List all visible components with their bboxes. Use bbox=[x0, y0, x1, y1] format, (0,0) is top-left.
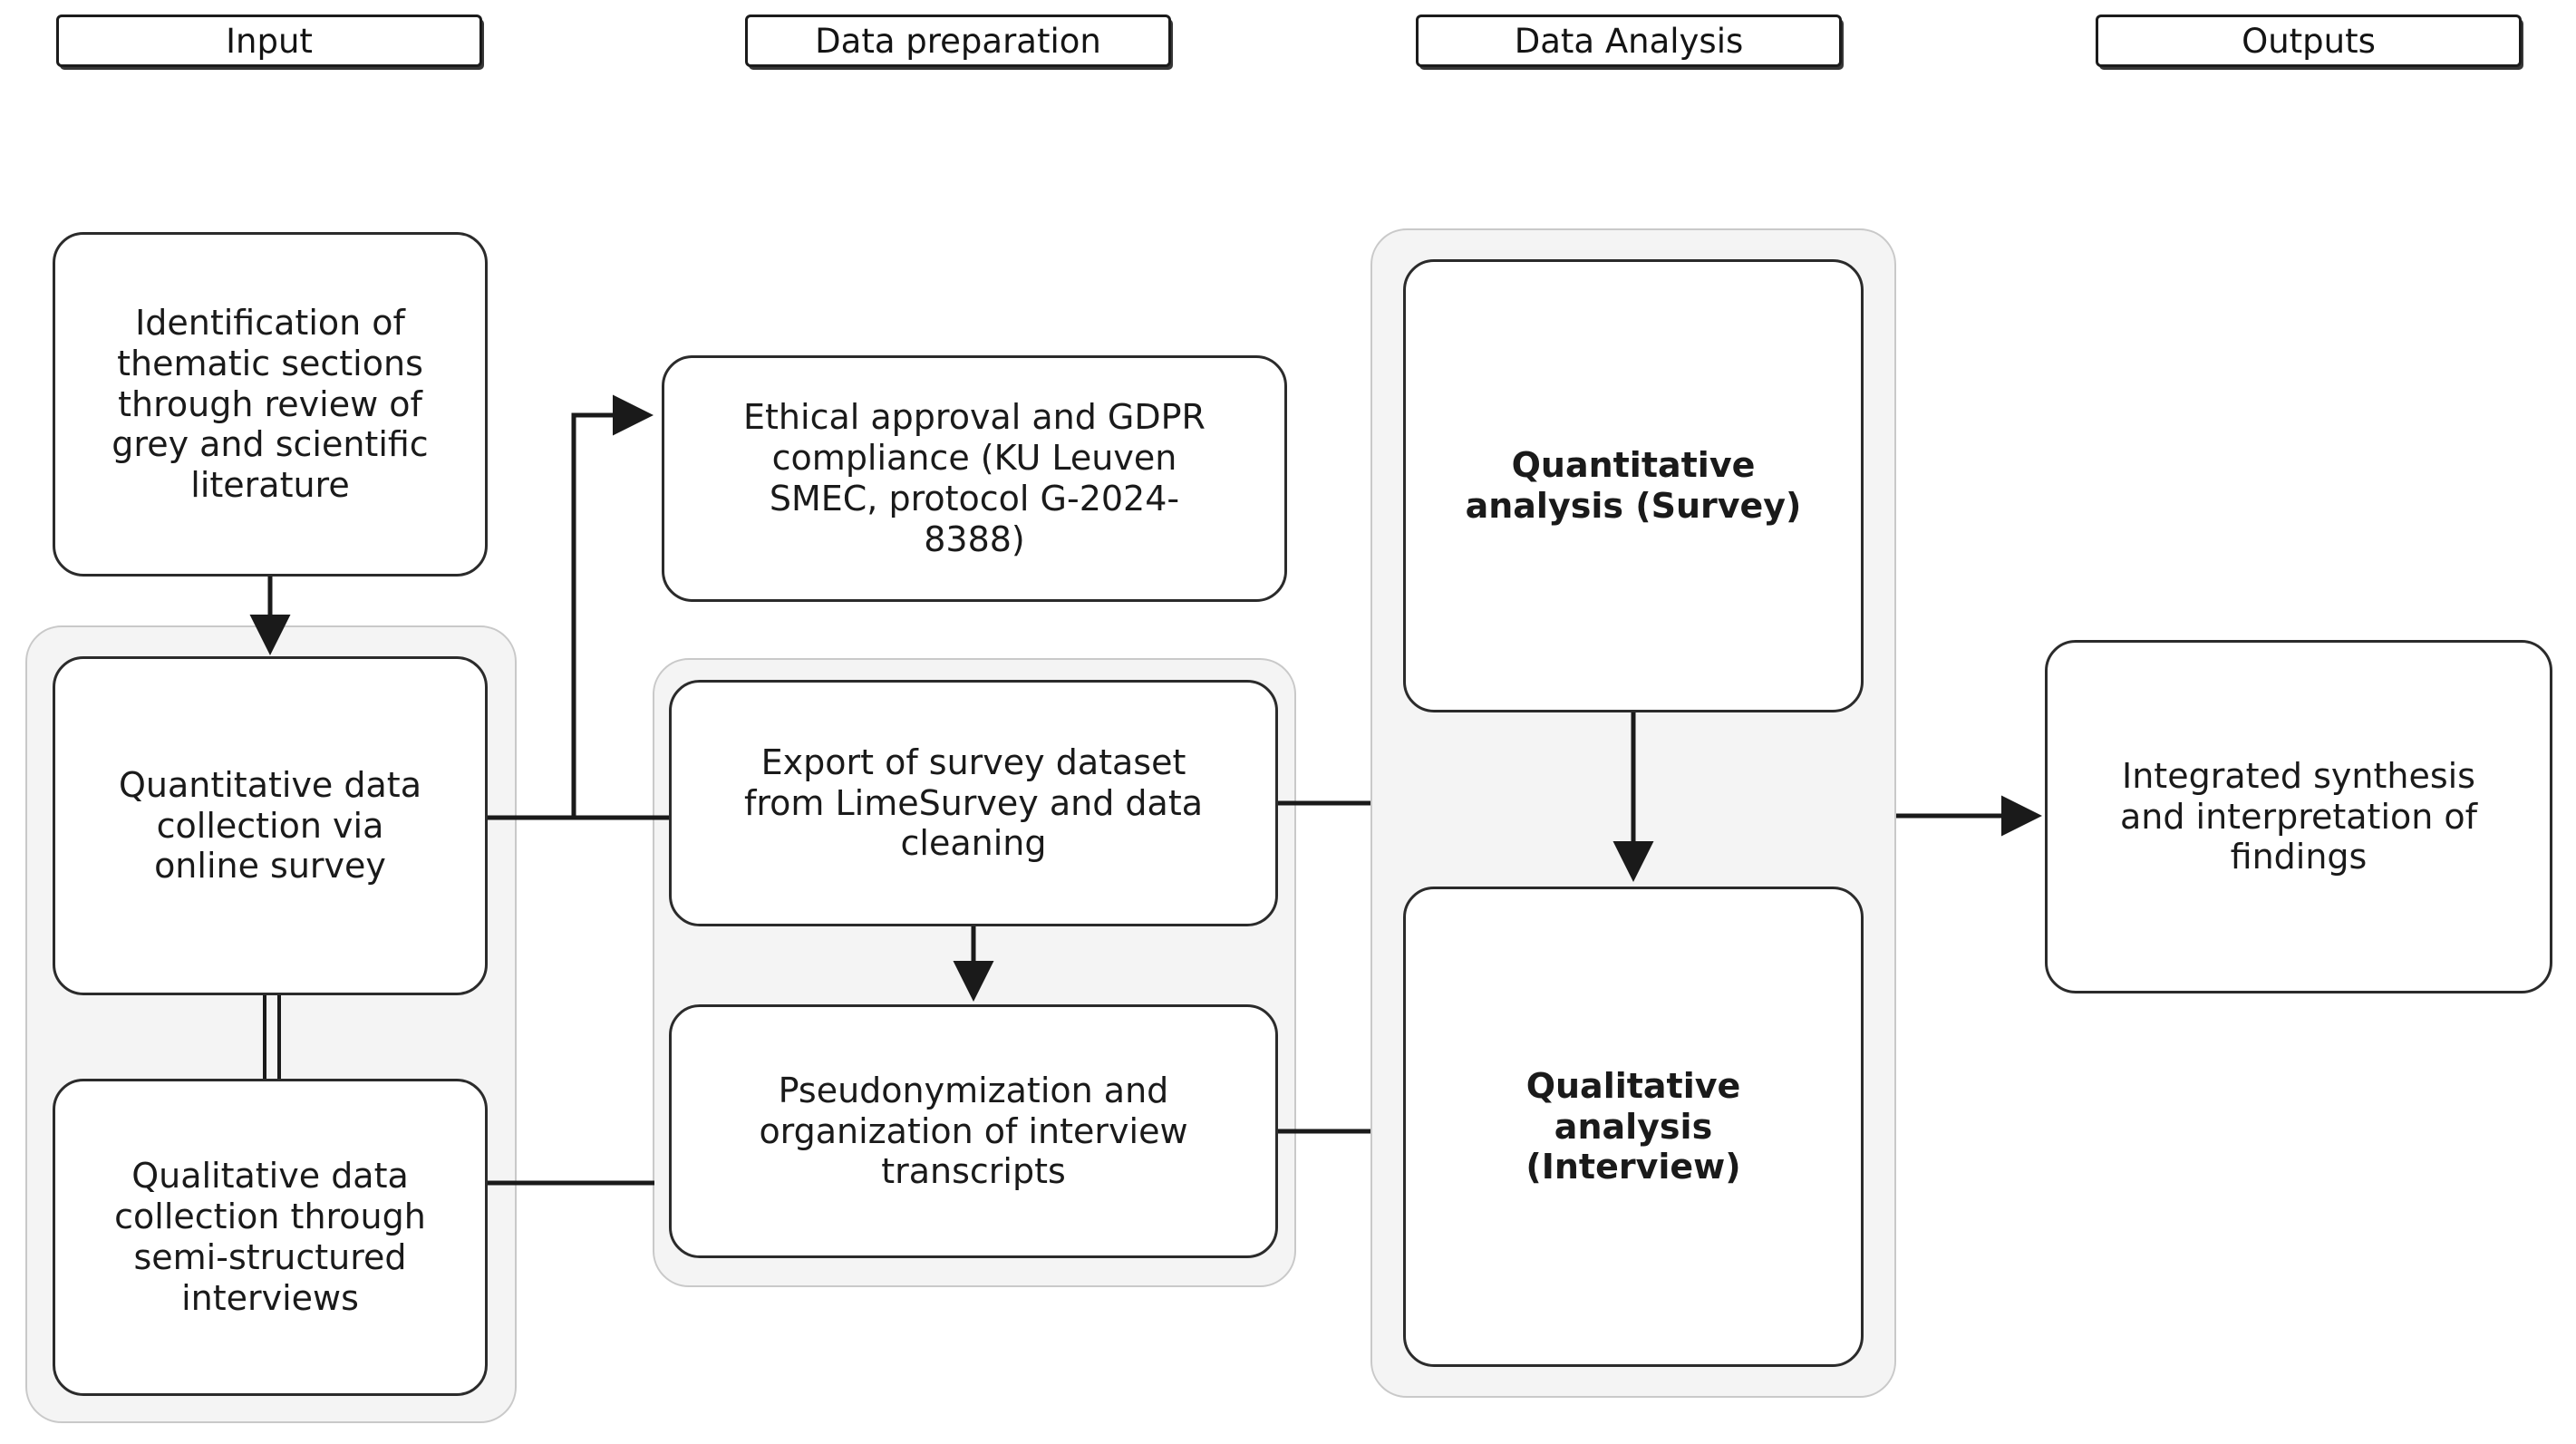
node-identification-label: Identification of thematic sections thro… bbox=[111, 302, 429, 506]
phase-header-input: Input bbox=[56, 15, 482, 67]
node-integrated-synthesis-label: Integrated synthesis and interpretation … bbox=[2119, 755, 2478, 877]
phase-header-data-analysis-label: Data Analysis bbox=[1514, 21, 1744, 61]
node-integrated-synthesis[interactable]: Integrated synthesis and interpretation … bbox=[2045, 640, 2552, 993]
node-ethical-approval-gdpr[interactable]: Ethical approval and GDPR compliance (KU… bbox=[662, 355, 1287, 602]
node-identification-of-thematic-sections[interactable]: Identification of thematic sections thro… bbox=[53, 232, 488, 577]
node-quantitative-data-collection[interactable]: Quantitative data collection via online … bbox=[53, 656, 488, 995]
node-qualitative-analysis-interview[interactable]: Qualitative analysis (Interview) bbox=[1403, 887, 1864, 1367]
node-pseudonymization-label: Pseudonymization and organization of int… bbox=[759, 1070, 1188, 1192]
node-ethical-approval-label: Ethical approval and GDPR compliance (KU… bbox=[743, 397, 1206, 559]
node-qualitative-analysis-label: Qualitative analysis (Interview) bbox=[1525, 1065, 1741, 1187]
node-qualitative-data-collection[interactable]: Qualitative data collection through semi… bbox=[53, 1079, 488, 1396]
node-survey-dataset-export[interactable]: Export of survey dataset from LimeSurvey… bbox=[669, 680, 1278, 926]
phase-header-outputs: Outputs bbox=[2096, 15, 2522, 67]
node-qualitative-collection-label: Qualitative data collection through semi… bbox=[114, 1156, 426, 1318]
phase-header-data-preparation: Data preparation bbox=[745, 15, 1171, 67]
node-pseudonymization-transcripts[interactable]: Pseudonymization and organization of int… bbox=[669, 1004, 1278, 1258]
phase-header-outputs-label: Outputs bbox=[2242, 21, 2376, 61]
phase-header-data-analysis: Data Analysis bbox=[1416, 15, 1842, 67]
node-survey-export-label: Export of survey dataset from LimeSurvey… bbox=[743, 741, 1204, 864]
connector-quantitative-collection-to-ethical-approval bbox=[571, 394, 654, 818]
node-quantitative-collection-label: Quantitative data collection via online … bbox=[118, 764, 421, 887]
phase-header-input-label: Input bbox=[226, 21, 313, 61]
node-quantitative-analysis-label: Quantitative analysis (Survey) bbox=[1465, 445, 1802, 526]
node-quantitative-analysis-survey[interactable]: Quantitative analysis (Survey) bbox=[1403, 259, 1864, 712]
phase-header-data-preparation-label: Data preparation bbox=[815, 21, 1101, 61]
